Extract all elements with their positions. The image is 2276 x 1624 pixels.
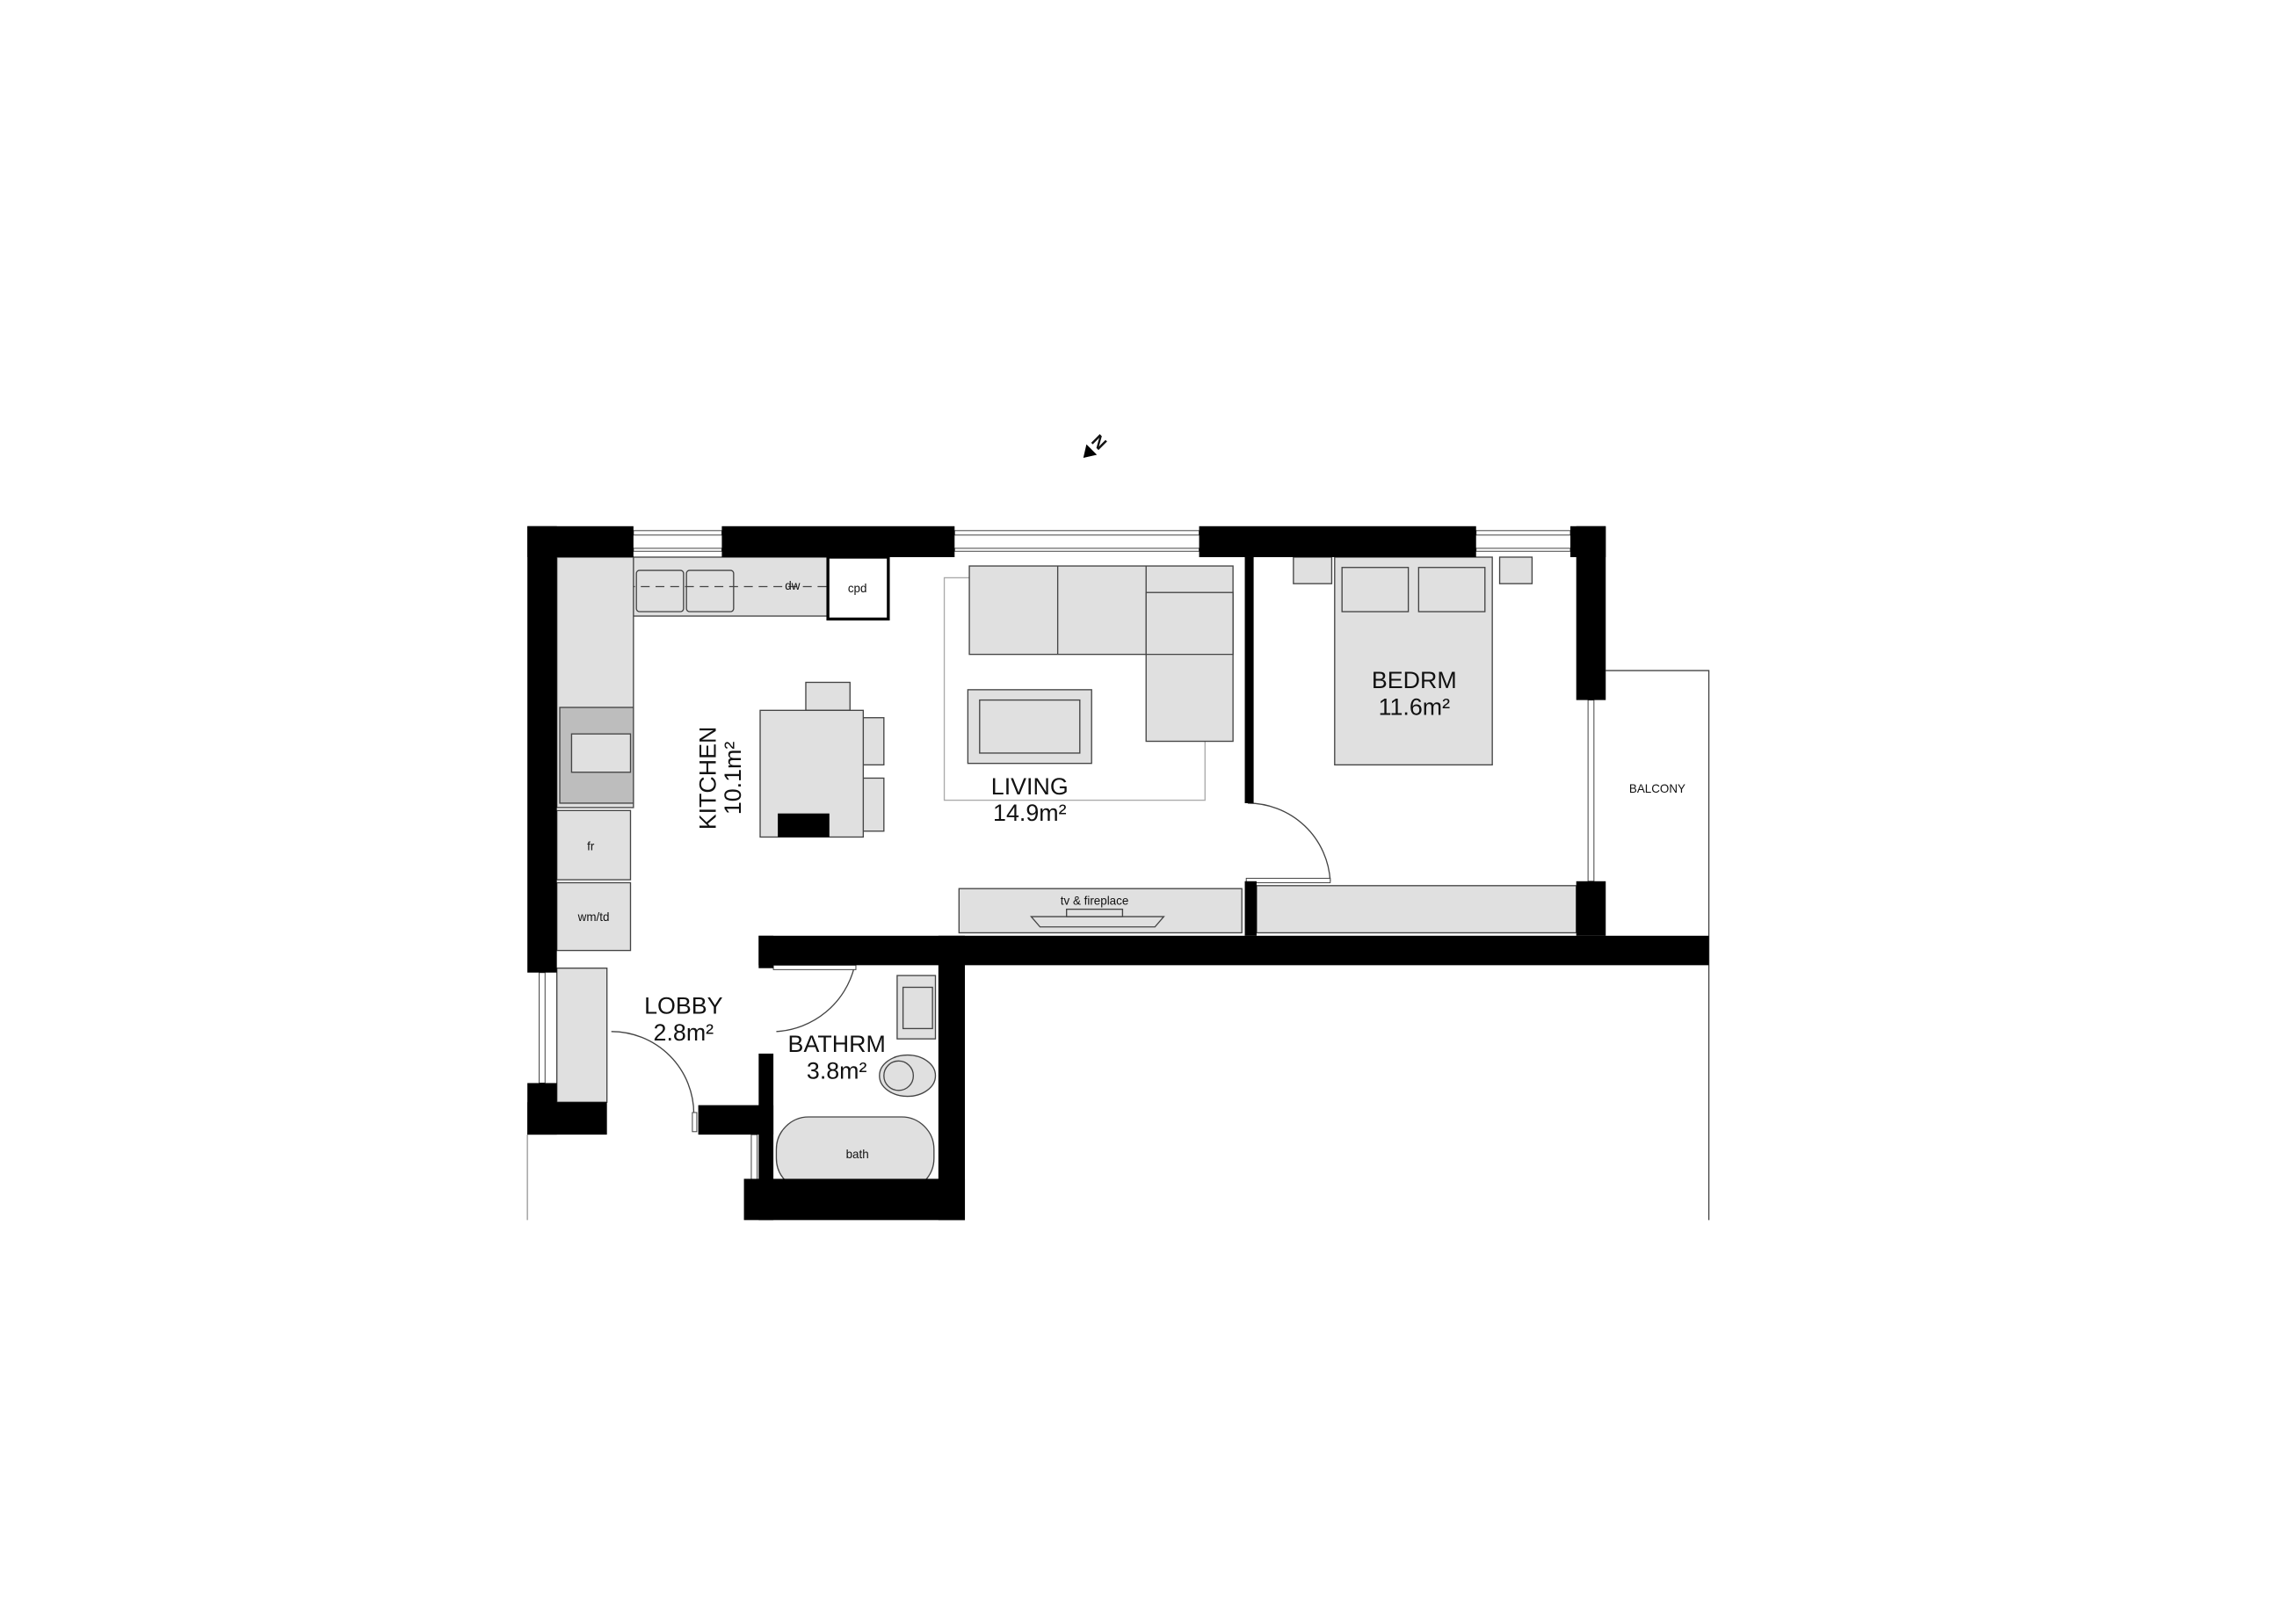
living-name: LIVING [991,773,1069,800]
room-kitchen: KITCHEN 10.1m² [695,727,746,830]
kitchen-fixtures: dw cpd fr wm/td [555,555,890,1103]
bed [1256,556,1577,934]
doors [611,802,1331,1133]
dining-table [759,681,885,838]
bedroom-name: BEDRM [1372,667,1457,693]
walls [527,526,1709,1221]
bathroom-name: BATHRM [788,1031,886,1057]
cupboard-label: cpd [848,582,867,595]
lobby-name: LOBBY [644,993,723,1019]
dishwasher-label: dw [785,579,800,592]
fridge-label: fr [587,840,595,853]
bedroom-area: 11.6m² [1379,693,1451,720]
washer-dryer-label: wm/td [577,910,610,924]
balcony-label: BALCONY [1629,782,1685,795]
kitchen-area: 10.1m² [720,742,746,816]
living-furniture: tv & fireplace [943,565,1243,934]
balcony: BALCONY [526,670,1710,1221]
lobby-area: 2.8m² [654,1019,714,1046]
kitchen-name: KITCHEN [695,727,721,830]
north-arrow-icon: N [1083,431,1110,459]
bathroom-fixtures: bath [775,975,937,1192]
bath-label: bath [846,1148,869,1161]
bathroom-area: 3.8m² [807,1057,867,1084]
tv-fireplace-label: tv & fireplace [1061,895,1129,908]
living-area: 14.9m² [993,800,1067,826]
